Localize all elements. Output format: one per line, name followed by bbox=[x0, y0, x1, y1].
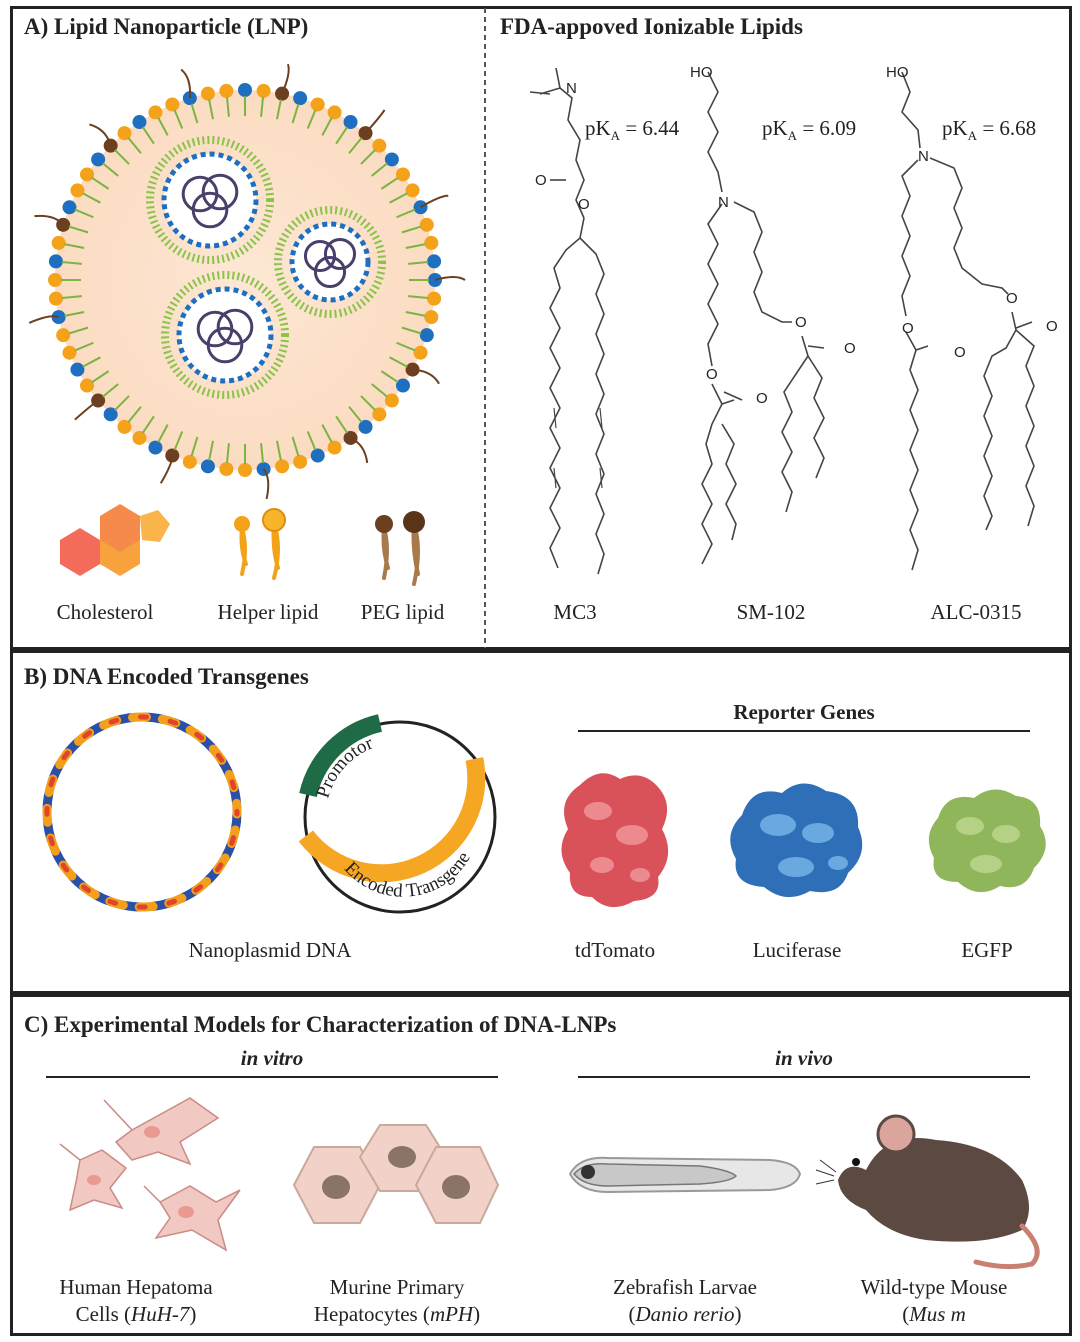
reporter-luciferase: Luciferase bbox=[752, 938, 842, 962]
alc-oxygen-2: O bbox=[954, 344, 966, 361]
tdtomato-protein-icon bbox=[561, 773, 669, 908]
model-mph-line1: Murine Primary bbox=[329, 1275, 465, 1299]
alc-oxygen-1: O bbox=[902, 320, 914, 337]
mc3-nitrogen: N bbox=[566, 80, 577, 97]
panel-a-divider bbox=[484, 8, 486, 648]
lipid-name-sm102: SM-102 bbox=[736, 600, 806, 624]
sm102-oxygen-2: O bbox=[756, 390, 768, 407]
sm102-pka: pKA = 6.09 bbox=[762, 116, 857, 144]
peg-lipid-icon bbox=[375, 511, 425, 586]
nanoplasmid-dna-icon bbox=[42, 712, 242, 912]
mc3-pka: pKA = 6.44 bbox=[585, 116, 680, 144]
model-zebrafish-line1: Zebrafish Larvae bbox=[613, 1275, 757, 1299]
legend-helper-lipid: Helper lipid bbox=[217, 600, 319, 624]
sm102-oxygen-4: O bbox=[844, 340, 856, 357]
lipid-name-alc0315: ALC-0315 bbox=[930, 600, 1022, 624]
lipids-title: FDA-appoved Ionizable Lipids bbox=[500, 14, 803, 39]
reporter-egfp: EGFP bbox=[961, 938, 1013, 962]
model-mouse-line2: (Mus m bbox=[902, 1302, 966, 1326]
panel-b bbox=[10, 650, 1072, 994]
model-mouse-line1: Wild-type Mouse bbox=[860, 1275, 1008, 1299]
helper-lipid-icon bbox=[234, 508, 286, 580]
reporter-tdtomato: tdTomato bbox=[574, 938, 656, 962]
panel-a-title: A) Lipid Nanoparticle (LNP) bbox=[24, 14, 309, 39]
reporter-genes-rule bbox=[578, 730, 1030, 732]
model-hepatoma-line2: Cells (HuH-7) bbox=[75, 1302, 197, 1326]
lnp-illustration bbox=[28, 63, 466, 500]
model-mph-line2: Hepatocytes (mPH) bbox=[313, 1302, 481, 1326]
plasmid-map: Promotor Encoded Transgene bbox=[298, 714, 497, 914]
alc-hydroxyl: HO bbox=[886, 64, 909, 81]
hepatoma-cells-icon bbox=[59, 1097, 241, 1252]
panel-c-title: C) Experimental Models for Characterizat… bbox=[24, 1012, 617, 1037]
sm102-nitrogen: N bbox=[718, 194, 729, 211]
wild-type-mouse-icon bbox=[815, 1114, 1040, 1270]
alc-nitrogen: N bbox=[918, 148, 929, 165]
sm102-oxygen-1: O bbox=[706, 366, 718, 383]
legend-cholesterol: Cholesterol bbox=[56, 600, 154, 624]
panel-a bbox=[10, 6, 1072, 650]
alc-oxygen-3: O bbox=[1006, 290, 1018, 307]
primary-hepatocytes-icon bbox=[292, 1124, 500, 1224]
reporter-genes-header: Reporter Genes bbox=[733, 700, 875, 724]
legend-peg-lipid: PEG lipid bbox=[360, 600, 445, 624]
in-vivo-rule bbox=[578, 1076, 1030, 1078]
model-hepatoma-line1: Human Hepatoma bbox=[59, 1275, 213, 1299]
panel-c bbox=[10, 994, 1072, 1336]
nanoplasmid-caption: Nanoplasmid DNA bbox=[188, 938, 352, 962]
in-vitro-header: in vitro bbox=[240, 1046, 304, 1070]
cholesterol-icon bbox=[60, 504, 170, 576]
luciferase-protein-icon bbox=[730, 783, 863, 898]
zebrafish-larvae-icon bbox=[568, 1156, 802, 1194]
mc3-ester-oxygen: O bbox=[578, 196, 590, 213]
lipid-structures bbox=[529, 67, 1035, 575]
mc3-carbonyl-oxygen: O bbox=[535, 172, 547, 189]
panel-b-title: B) DNA Encoded Transgenes bbox=[24, 664, 309, 689]
alc-oxygen-4: O bbox=[1046, 318, 1058, 335]
alc0315-pka: pKA = 6.68 bbox=[942, 116, 1037, 144]
lipid-name-mc3: MC3 bbox=[553, 600, 597, 624]
sm102-oxygen-3: O bbox=[795, 314, 807, 331]
sm102-hydroxyl: HO bbox=[690, 64, 713, 81]
in-vitro-rule bbox=[46, 1076, 498, 1078]
model-zebrafish-line2: (Danio rerio) bbox=[628, 1302, 742, 1326]
in-vivo-header: in vivo bbox=[775, 1046, 833, 1070]
egfp-protein-icon bbox=[928, 789, 1046, 893]
